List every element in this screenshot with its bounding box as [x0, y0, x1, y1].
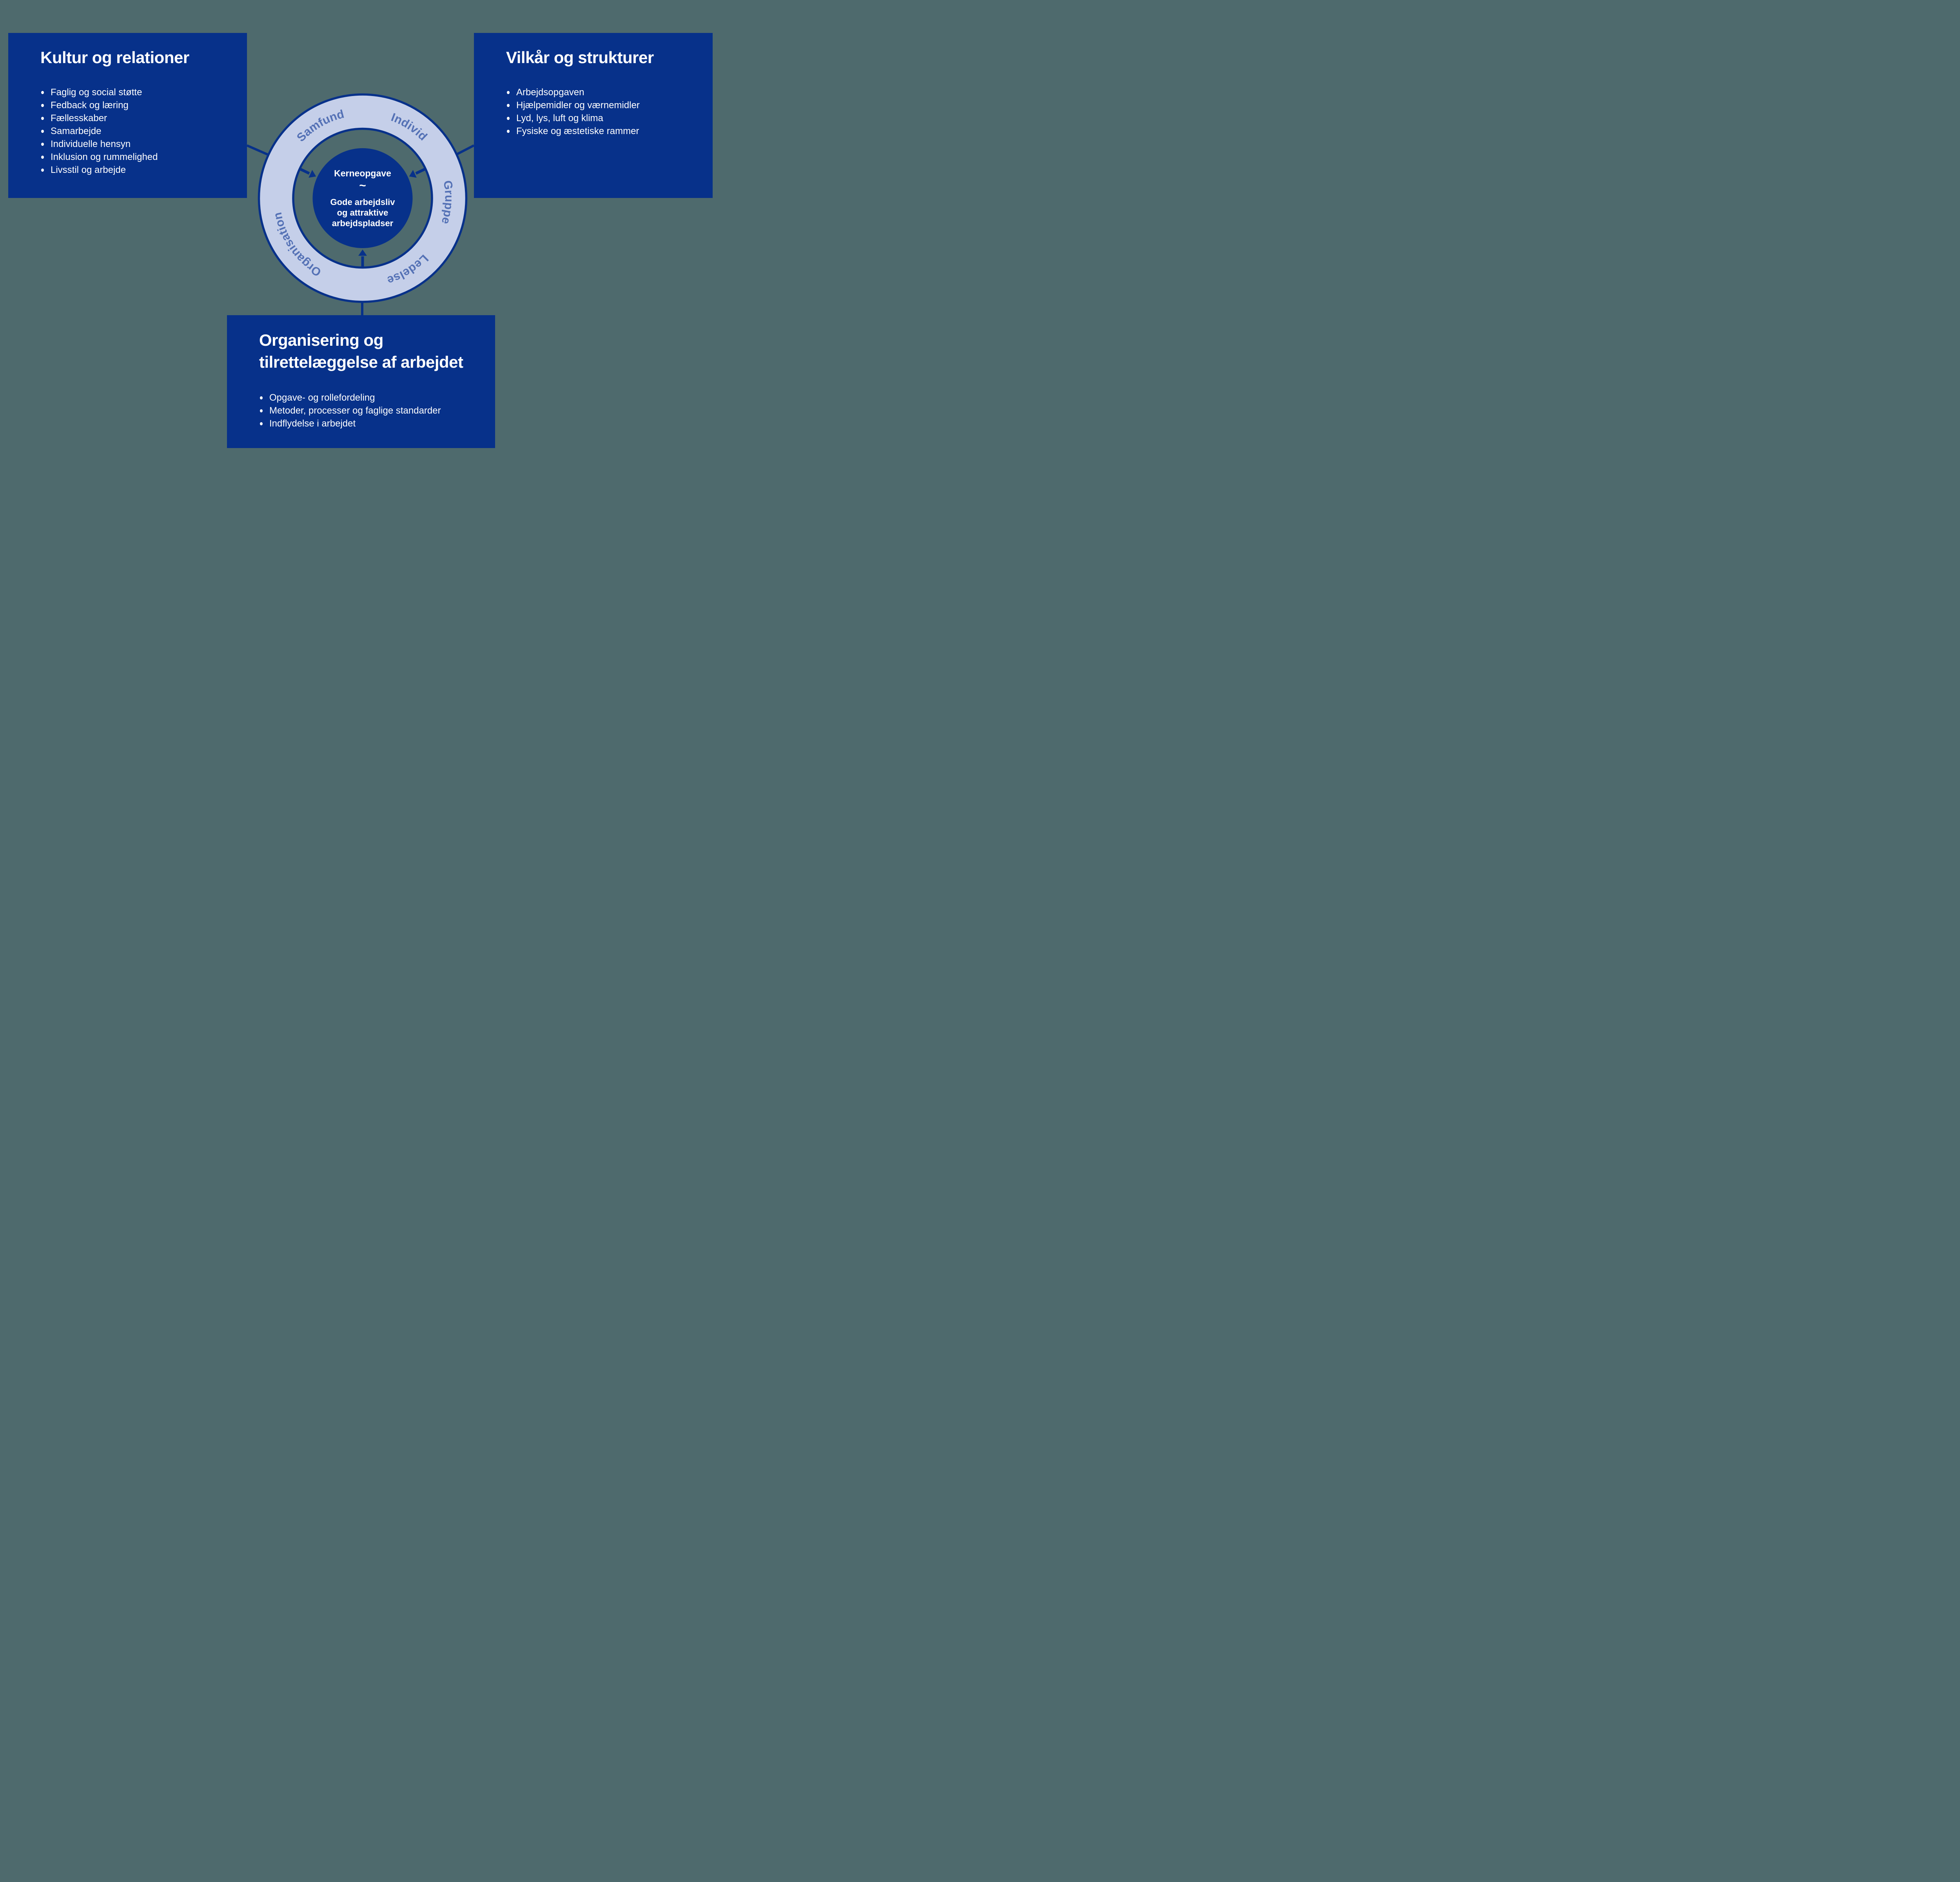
core-body-line: Gode arbejdsliv: [330, 197, 395, 207]
list-item: Metoder, processer og faglige standarder: [259, 404, 487, 417]
tilde-separator: ~: [359, 179, 366, 192]
panel-kultur-list: Faglig og social støtte Fedback og lærin…: [40, 86, 239, 176]
diagram-canvas: Samfund Individ Gruppe Ledelse Organisat…: [0, 0, 721, 470]
list-item: Fællesskaber: [40, 112, 239, 125]
panel-organisering-list: Opgave- og rollefordeling Metoder, proce…: [259, 391, 487, 430]
core-text-block: Kerneopgave ~ Gode arbejdsliv og attrakt…: [313, 149, 412, 247]
panel-vilkaar: Vilkår og strukturer Arbejdsopgaven Hjæl…: [474, 33, 713, 198]
arrow-south-icon: [358, 249, 367, 268]
core-body-line: arbejdspladser: [332, 218, 394, 228]
arrow-northeast-icon: [409, 167, 426, 178]
core-body-line: og attraktive: [337, 207, 388, 218]
panel-kultur-title: Kultur og relationer: [40, 48, 189, 67]
core-circle: [312, 148, 413, 248]
list-item: Opgave- og rollefordeling: [259, 391, 487, 404]
panel-organisering: Organisering og tilrettelæggelse af arbe…: [227, 315, 495, 448]
list-item: Fedback og læring: [40, 99, 239, 112]
list-item: Samarbejde: [40, 125, 239, 138]
outer-ring: [259, 94, 466, 302]
list-item: Lyd, lys, luft og klima: [506, 112, 705, 125]
core-heading: Kerneopgave: [334, 168, 391, 178]
list-item: Arbejdsopgaven: [506, 86, 705, 99]
arrow-northwest-icon: [299, 167, 316, 178]
list-item: Indflydelse i arbejdet: [259, 417, 487, 430]
list-item: Faglig og social støtte: [40, 86, 239, 99]
list-item: Inklusion og rummelighed: [40, 151, 239, 163]
panel-organisering-title: Organisering og tilrettelæggelse af arbe…: [259, 329, 487, 373]
outer-ring-border: [258, 93, 468, 303]
panel-kultur: Kultur og relationer Faglig og social st…: [8, 33, 247, 198]
title-line: Organisering og: [259, 331, 383, 349]
panel-vilkaar-title: Vilkår og strukturer: [506, 48, 654, 67]
list-item: Individuelle hensyn: [40, 138, 239, 151]
panel-vilkaar-list: Arbejdsopgaven Hjælpemidler og værnemidl…: [506, 86, 705, 138]
list-item: Fysiske og æstetiske rammer: [506, 125, 705, 138]
circle-diagram: Samfund Individ Gruppe Ledelse Organisat…: [246, 93, 475, 316]
list-item: Hjælpemidler og værnemidler: [506, 99, 705, 112]
title-line: tilrettelæggelse af arbejdet: [259, 353, 463, 371]
list-item: Livsstil og arbejde: [40, 163, 239, 176]
